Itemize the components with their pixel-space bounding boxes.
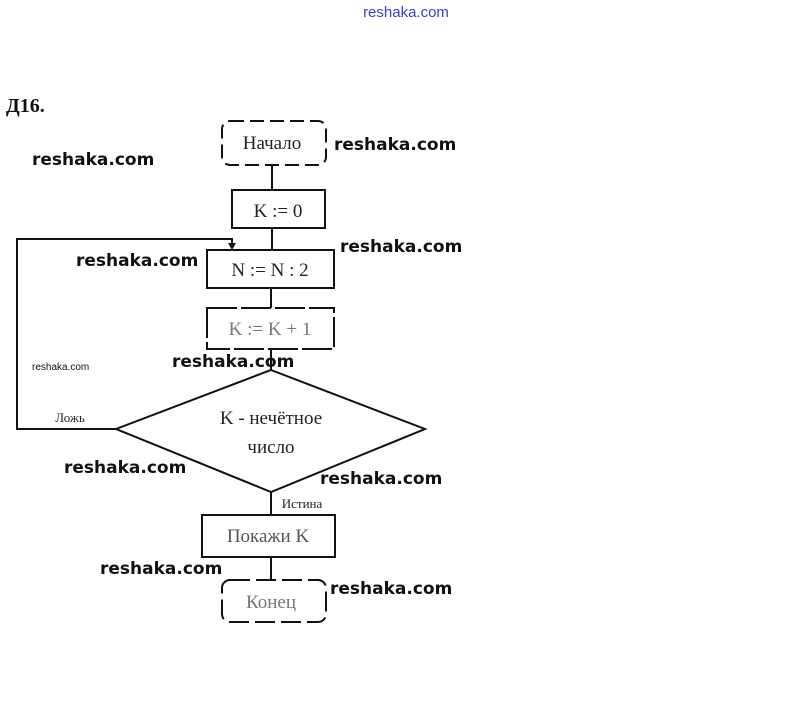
start-terminal <box>221 120 327 166</box>
start-text: Начало <box>243 133 302 154</box>
watermark: reshaka.com <box>320 469 442 489</box>
watermark: reshaka.com <box>32 150 154 170</box>
site-header-link[interactable]: reshaka.com <box>363 4 449 21</box>
watermark-small: reshaka.com <box>32 362 89 373</box>
task-label: Д16. <box>6 95 45 117</box>
watermark: reshaka.com <box>64 458 186 478</box>
process-k-init <box>231 189 326 229</box>
watermark: reshaka.com <box>330 579 452 599</box>
step1-text: K := 0 <box>254 201 303 222</box>
output-block <box>201 514 336 558</box>
watermark: reshaka.com <box>100 559 222 579</box>
output-text: Покажи K <box>227 526 310 547</box>
watermark: reshaka.com <box>172 352 294 372</box>
step2-text: N := N : 2 <box>231 260 308 281</box>
end-text: Конец <box>246 592 296 613</box>
arrow-head-icon <box>228 243 236 250</box>
watermark: reshaka.com <box>334 135 456 155</box>
end-terminal <box>221 579 327 623</box>
false-label: Ложь <box>55 410 85 425</box>
watermark: reshaka.com <box>76 251 198 271</box>
condition-text-2: число <box>247 437 294 458</box>
true-label: Истина <box>282 496 323 511</box>
watermarks: reshaka.com reshaka.com reshaka.com resh… <box>32 135 462 599</box>
loop-back-arrow <box>16 238 233 430</box>
step3-text: K := K + 1 <box>229 319 312 340</box>
watermark: reshaka.com <box>340 237 462 257</box>
condition-text-1: K - нечётное <box>220 408 322 429</box>
